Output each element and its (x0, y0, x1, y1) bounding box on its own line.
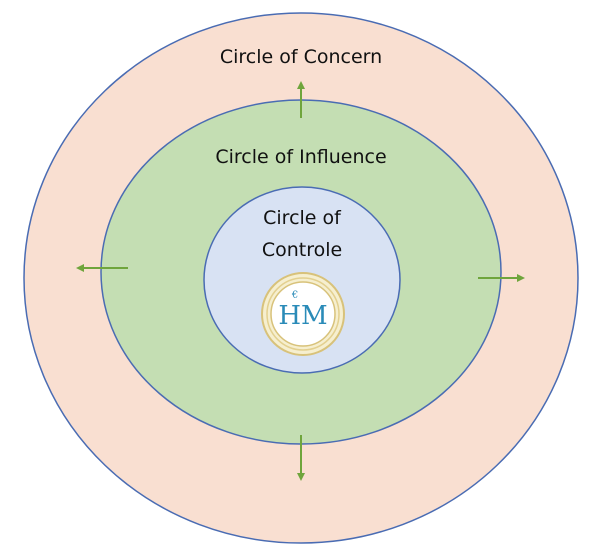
circle-of-influence-label: Circle of Influence (215, 146, 386, 168)
logo-euro-mark: € (291, 290, 298, 301)
hm-logo: HM € (261, 272, 345, 356)
logo-inner-ring (270, 281, 336, 347)
logo-text: HM (278, 301, 327, 331)
circle-of-controle-label-line2: Controle (262, 239, 342, 261)
circle-of-controle-label-line1: Circle of (263, 207, 342, 229)
logo-ring-2 (266, 277, 340, 351)
circle-of-concern-label: Circle of Concern (220, 46, 382, 68)
